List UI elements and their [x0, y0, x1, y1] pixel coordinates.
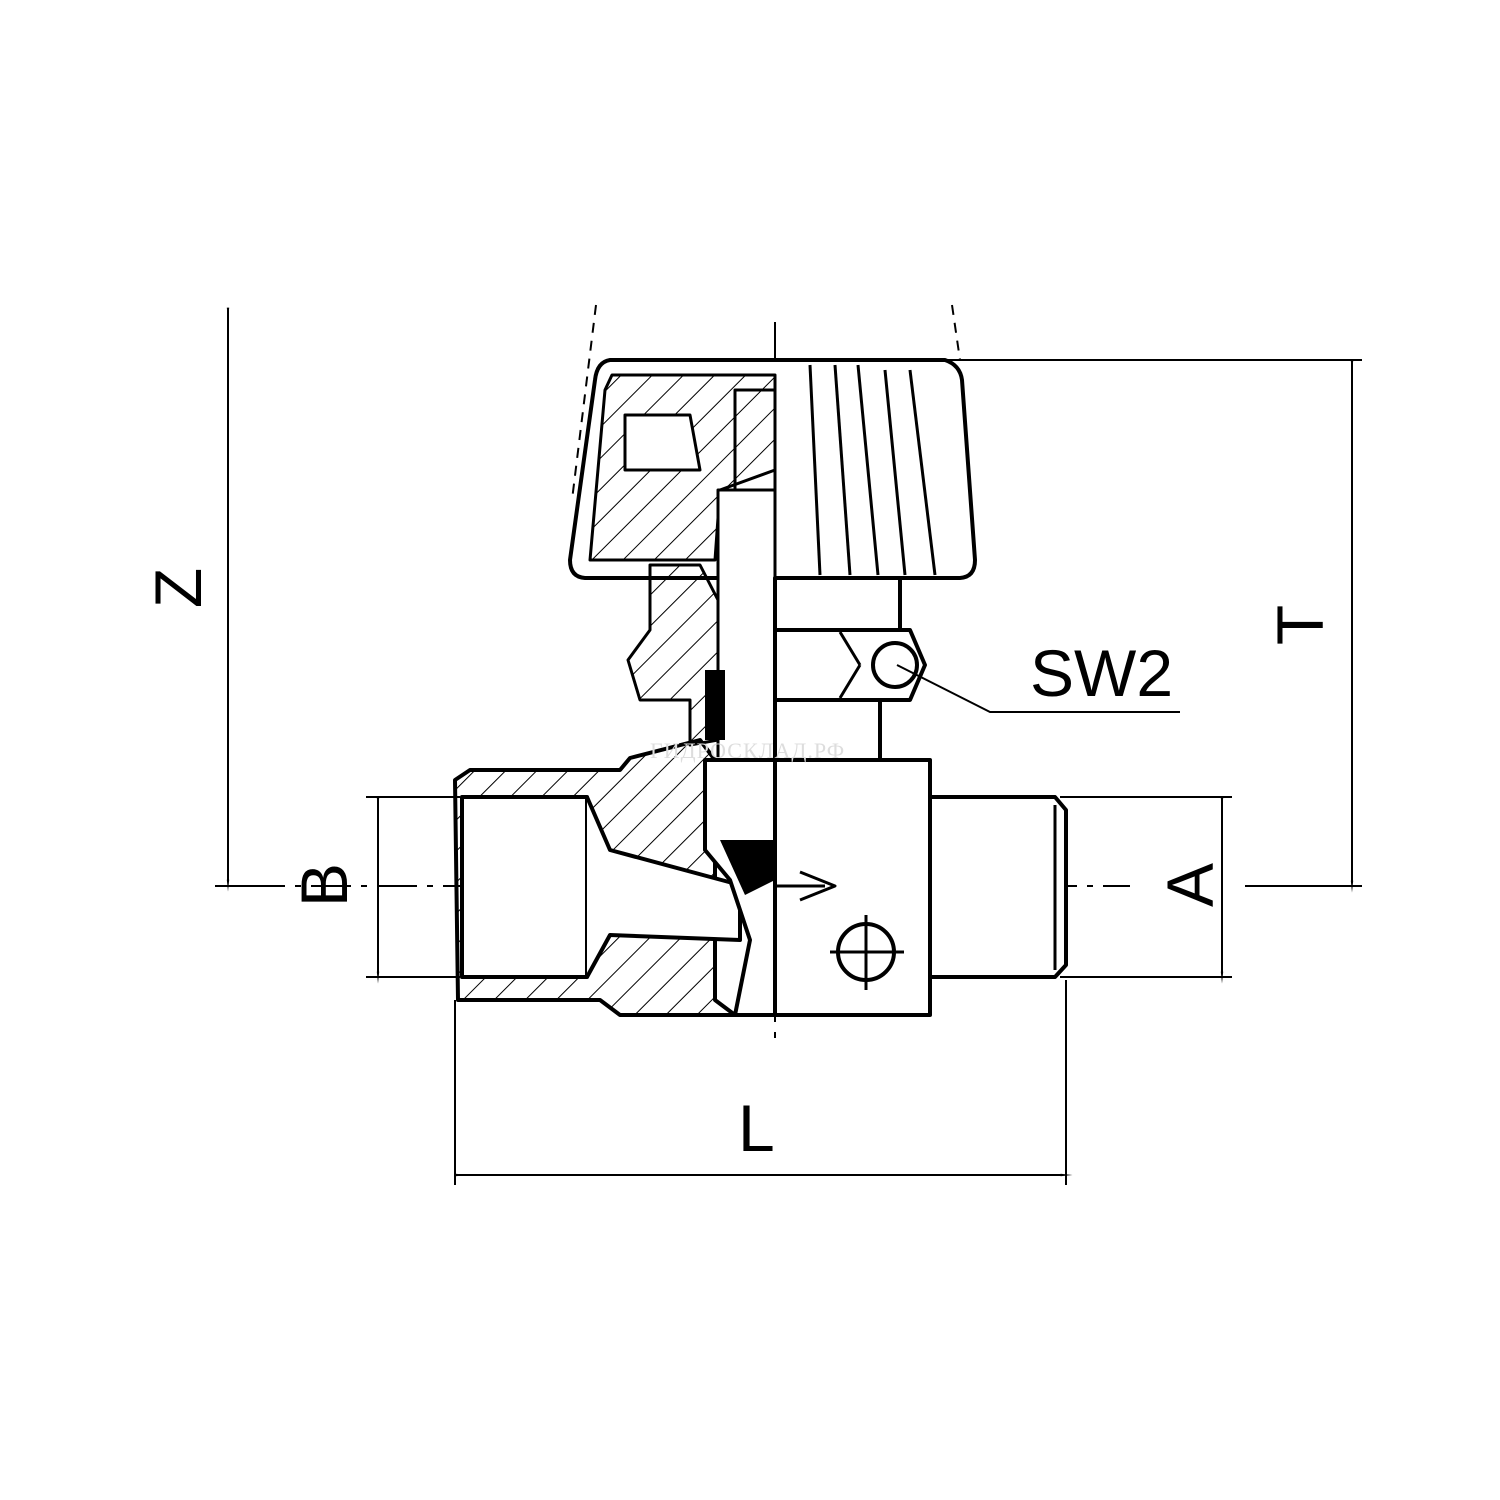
watermark: ГИДРОСКЛАД.РФ — [650, 738, 846, 763]
sw2-port — [871, 641, 919, 689]
bonnet — [773, 576, 902, 632]
stem — [716, 488, 777, 762]
flow-arrow — [775, 870, 837, 902]
dimension-l-label: L — [738, 1091, 775, 1165]
sw2-leader — [896, 664, 1180, 713]
inlet-bore — [460, 795, 589, 979]
outlet-thread — [928, 795, 1068, 979]
dimension-z-label: Z — [141, 567, 216, 609]
dimension-b-label: B — [287, 862, 362, 908]
sw2-label: SW2 — [1030, 636, 1174, 710]
dimension-t-label: T — [1263, 604, 1338, 646]
dimension-a-label: A — [1153, 862, 1228, 908]
